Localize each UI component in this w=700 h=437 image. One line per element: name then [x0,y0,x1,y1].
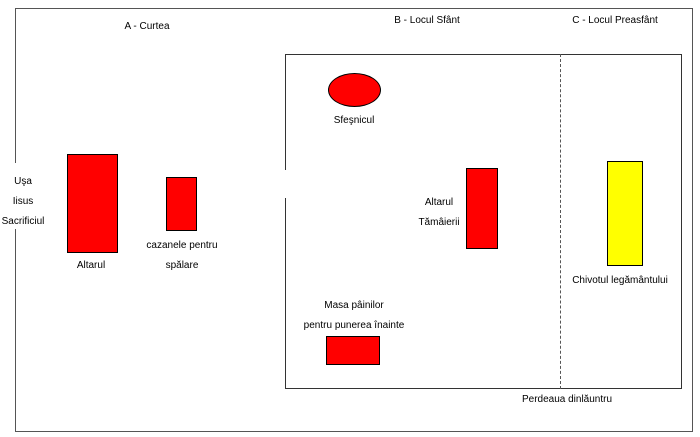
laver-label-line1: cazanele pentru [146,240,218,251]
entrance-line-jesus: Iisus [12,196,34,207]
entrance-line-sacrifice: Sacrificiul [1,216,45,227]
altar-label: Altarul [76,260,106,271]
entrance-label: Uşa Iisus Sacrificiul [2,172,45,232]
ark-label: Chivotul legământului [572,275,668,286]
inner-veil-line [560,54,561,389]
section-title-holy-place: B - Locul Sfânt [394,15,460,26]
section-title-holy-of-holies: C - Locul Preasfânt [572,15,658,26]
courtyard-entrance-gap [14,163,17,229]
entrance-line-door: Uşa [14,176,32,187]
laver-label-line2: spălare [165,260,199,271]
lampstand-shape [328,73,381,107]
tent-entrance-gap [284,170,287,198]
lampstand-label: Sfeşnicul [333,115,375,126]
tent-boundary [285,54,682,389]
showbread-table-label: Masa pâinilor pentru punerea înainte [304,296,405,336]
incense-altar-label: Altarul Tămâierii [418,193,459,233]
ark-shape [607,161,643,266]
showbread-table-label-line1: Masa pâinilor [324,300,384,311]
incense-altar-label-line2: Tămâierii [418,217,460,228]
veil-label: Perdeaua dinlăuntru [521,394,613,405]
incense-altar-label-line1: Altarul [424,197,454,208]
showbread-table-shape [326,336,380,365]
incense-altar-shape [466,168,498,249]
showbread-table-label-line2: pentru punerea înainte [303,320,405,331]
section-title-courtyard: A - Curtea [124,21,170,32]
laver-shape [166,177,197,231]
laver-label: cazanele pentru spălare [146,236,217,276]
altar-shape [67,154,118,253]
